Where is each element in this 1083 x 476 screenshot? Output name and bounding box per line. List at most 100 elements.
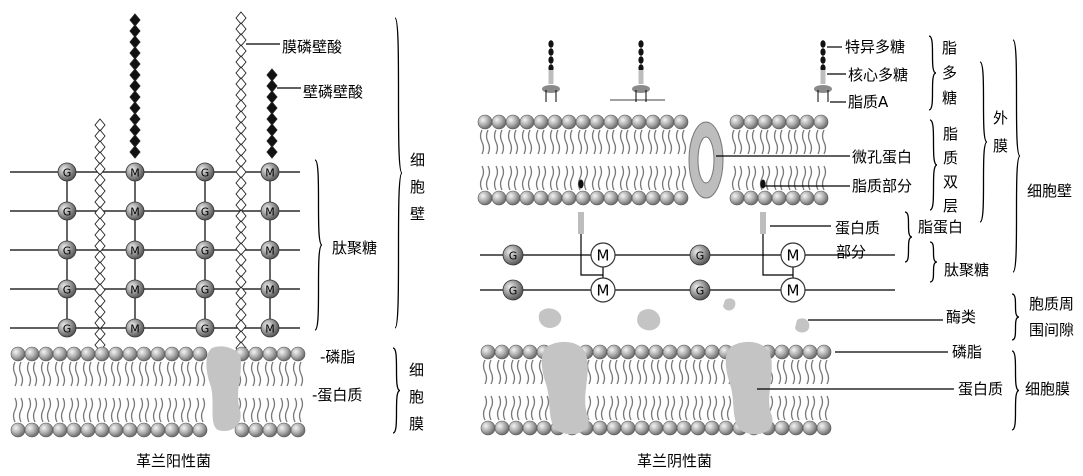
outer-membrane-outer-head [506, 115, 520, 129]
wall-teichoic-acid-short-chain [267, 124, 277, 136]
lipid-tail [529, 166, 532, 190]
brace-outer-membrane [980, 62, 987, 222]
label-lipid-part: 脂质部分 [852, 177, 912, 195]
lipid-tail [112, 362, 115, 386]
lipid-tail [504, 360, 507, 384]
wall-teichoic-acid-chain [130, 36, 140, 48]
membrane-left-inner-head [11, 423, 25, 437]
outer-membrane-inner-head [814, 191, 828, 205]
lipid-tail [84, 398, 87, 422]
lipid-tail [70, 362, 73, 386]
lipid-tail [286, 398, 289, 422]
lipid-tail [672, 360, 675, 384]
outer-membrane-outer-head [772, 115, 786, 129]
enzyme-blob [637, 309, 660, 330]
lipid-tail [76, 398, 79, 422]
inner-membrane-right-outer-head [803, 345, 817, 359]
label-outer-membrane-c1: 外 [993, 109, 1008, 127]
outer-membrane-outer-head [786, 115, 800, 129]
lipid-tail [76, 362, 79, 386]
membrane-teichoic-acid-chain [236, 78, 246, 90]
lipid-tail [638, 396, 641, 420]
lipid-tail [655, 166, 658, 190]
lipid-tail [515, 166, 518, 190]
lipid-tail [680, 396, 683, 420]
teichoic-acid-open-chain [95, 317, 105, 329]
inner-membrane-right-inner-head [663, 421, 677, 435]
m-unit-letter: M [597, 247, 610, 265]
membrane-teichoic-acid-chain [236, 56, 246, 68]
lipid-tail [714, 360, 717, 384]
teichoic-acid-open-chain [95, 328, 105, 340]
membrane-left-outer-head [277, 347, 291, 361]
caption-gram-positive: 革兰阳性菌 [136, 452, 211, 470]
membrane-left-outer-head [39, 347, 53, 361]
g-unit-letter: G [201, 167, 210, 180]
lipid-tail [484, 396, 487, 420]
lipid-tail [518, 396, 521, 420]
lipid-tail [635, 166, 638, 190]
lipid-tail [644, 396, 647, 420]
lipid-tail [621, 130, 624, 154]
membrane-left-outer-head [95, 347, 109, 361]
lipid-tail [34, 398, 37, 422]
label-periplasmic-l1: 胞质周 [1029, 295, 1074, 313]
inner-membrane-right-inner-head [607, 421, 621, 435]
lipid-tail [694, 396, 697, 420]
lipid-tail [627, 166, 630, 190]
wall-teichoic-acid-short-chain [267, 102, 277, 114]
lipid-tail [700, 360, 703, 384]
lps-3-lipid-a [814, 85, 832, 93]
inner-membrane-right-outer-head [523, 345, 537, 359]
lipid-tail [613, 130, 616, 154]
lps-2-specific-sugar [638, 40, 643, 48]
outer-membrane-outer-head [660, 115, 674, 129]
lipid-tail [680, 360, 683, 384]
outer-membrane-outer-head [492, 115, 506, 129]
lipid-tail [546, 396, 549, 420]
lipid-tail [280, 398, 283, 422]
inner-membrane-right-outer-head [481, 345, 495, 359]
outer-membrane-inner-head [730, 191, 744, 205]
label-protein-right: 蛋白质 [958, 380, 1003, 398]
lipid-tail [509, 130, 512, 154]
lipid-tail [551, 166, 554, 190]
lipid-tail [146, 362, 149, 386]
lipid-tail [602, 396, 605, 420]
enzyme-blob [723, 298, 735, 310]
m-unit-letter: M [130, 284, 140, 297]
inner-membrane-right-outer-head [509, 345, 523, 359]
lipid-tail [126, 398, 129, 422]
lps-1-specific-sugar [548, 40, 553, 48]
membrane-left-outer-head [291, 347, 305, 361]
membrane-left-outer-head [249, 347, 263, 361]
outer-membrane-inner-head [562, 191, 576, 205]
lipid-tail [820, 360, 823, 384]
label-wall-teichoic-acid: 壁磷壁酸 [303, 83, 363, 101]
membrane-teichoic-acid-chain [236, 34, 246, 46]
brace-lipopolysaccharide [929, 36, 936, 110]
lipid-tail [812, 396, 815, 420]
lipid-tail [540, 396, 543, 420]
lipid-tail [686, 360, 689, 384]
lipid-tail [509, 166, 512, 190]
lipid-tail [565, 166, 568, 190]
inner-membrane-right-inner-head [635, 421, 649, 435]
label-protein-part-l2: 部分 [836, 243, 866, 261]
lipid-tail [160, 398, 163, 422]
lipid-tail [739, 130, 742, 154]
outer-membrane-inner-head [660, 191, 674, 205]
lipid-tail [753, 130, 756, 154]
lipid-tail [526, 360, 529, 384]
lipid-tail [658, 396, 661, 420]
membrane-left-inner-head [109, 423, 123, 437]
label-cell-wall-right: 细胞壁 [1027, 182, 1072, 200]
lipid-tail [747, 130, 750, 154]
lipid-tail [596, 360, 599, 384]
lipid-tail [42, 362, 45, 386]
outer-membrane-outer-head [562, 115, 576, 129]
outer-membrane-inner-head [646, 191, 660, 205]
lipid-tail [518, 360, 521, 384]
outer-membrane-outer-head [618, 115, 632, 129]
wall-teichoic-acid-chain [130, 14, 140, 26]
